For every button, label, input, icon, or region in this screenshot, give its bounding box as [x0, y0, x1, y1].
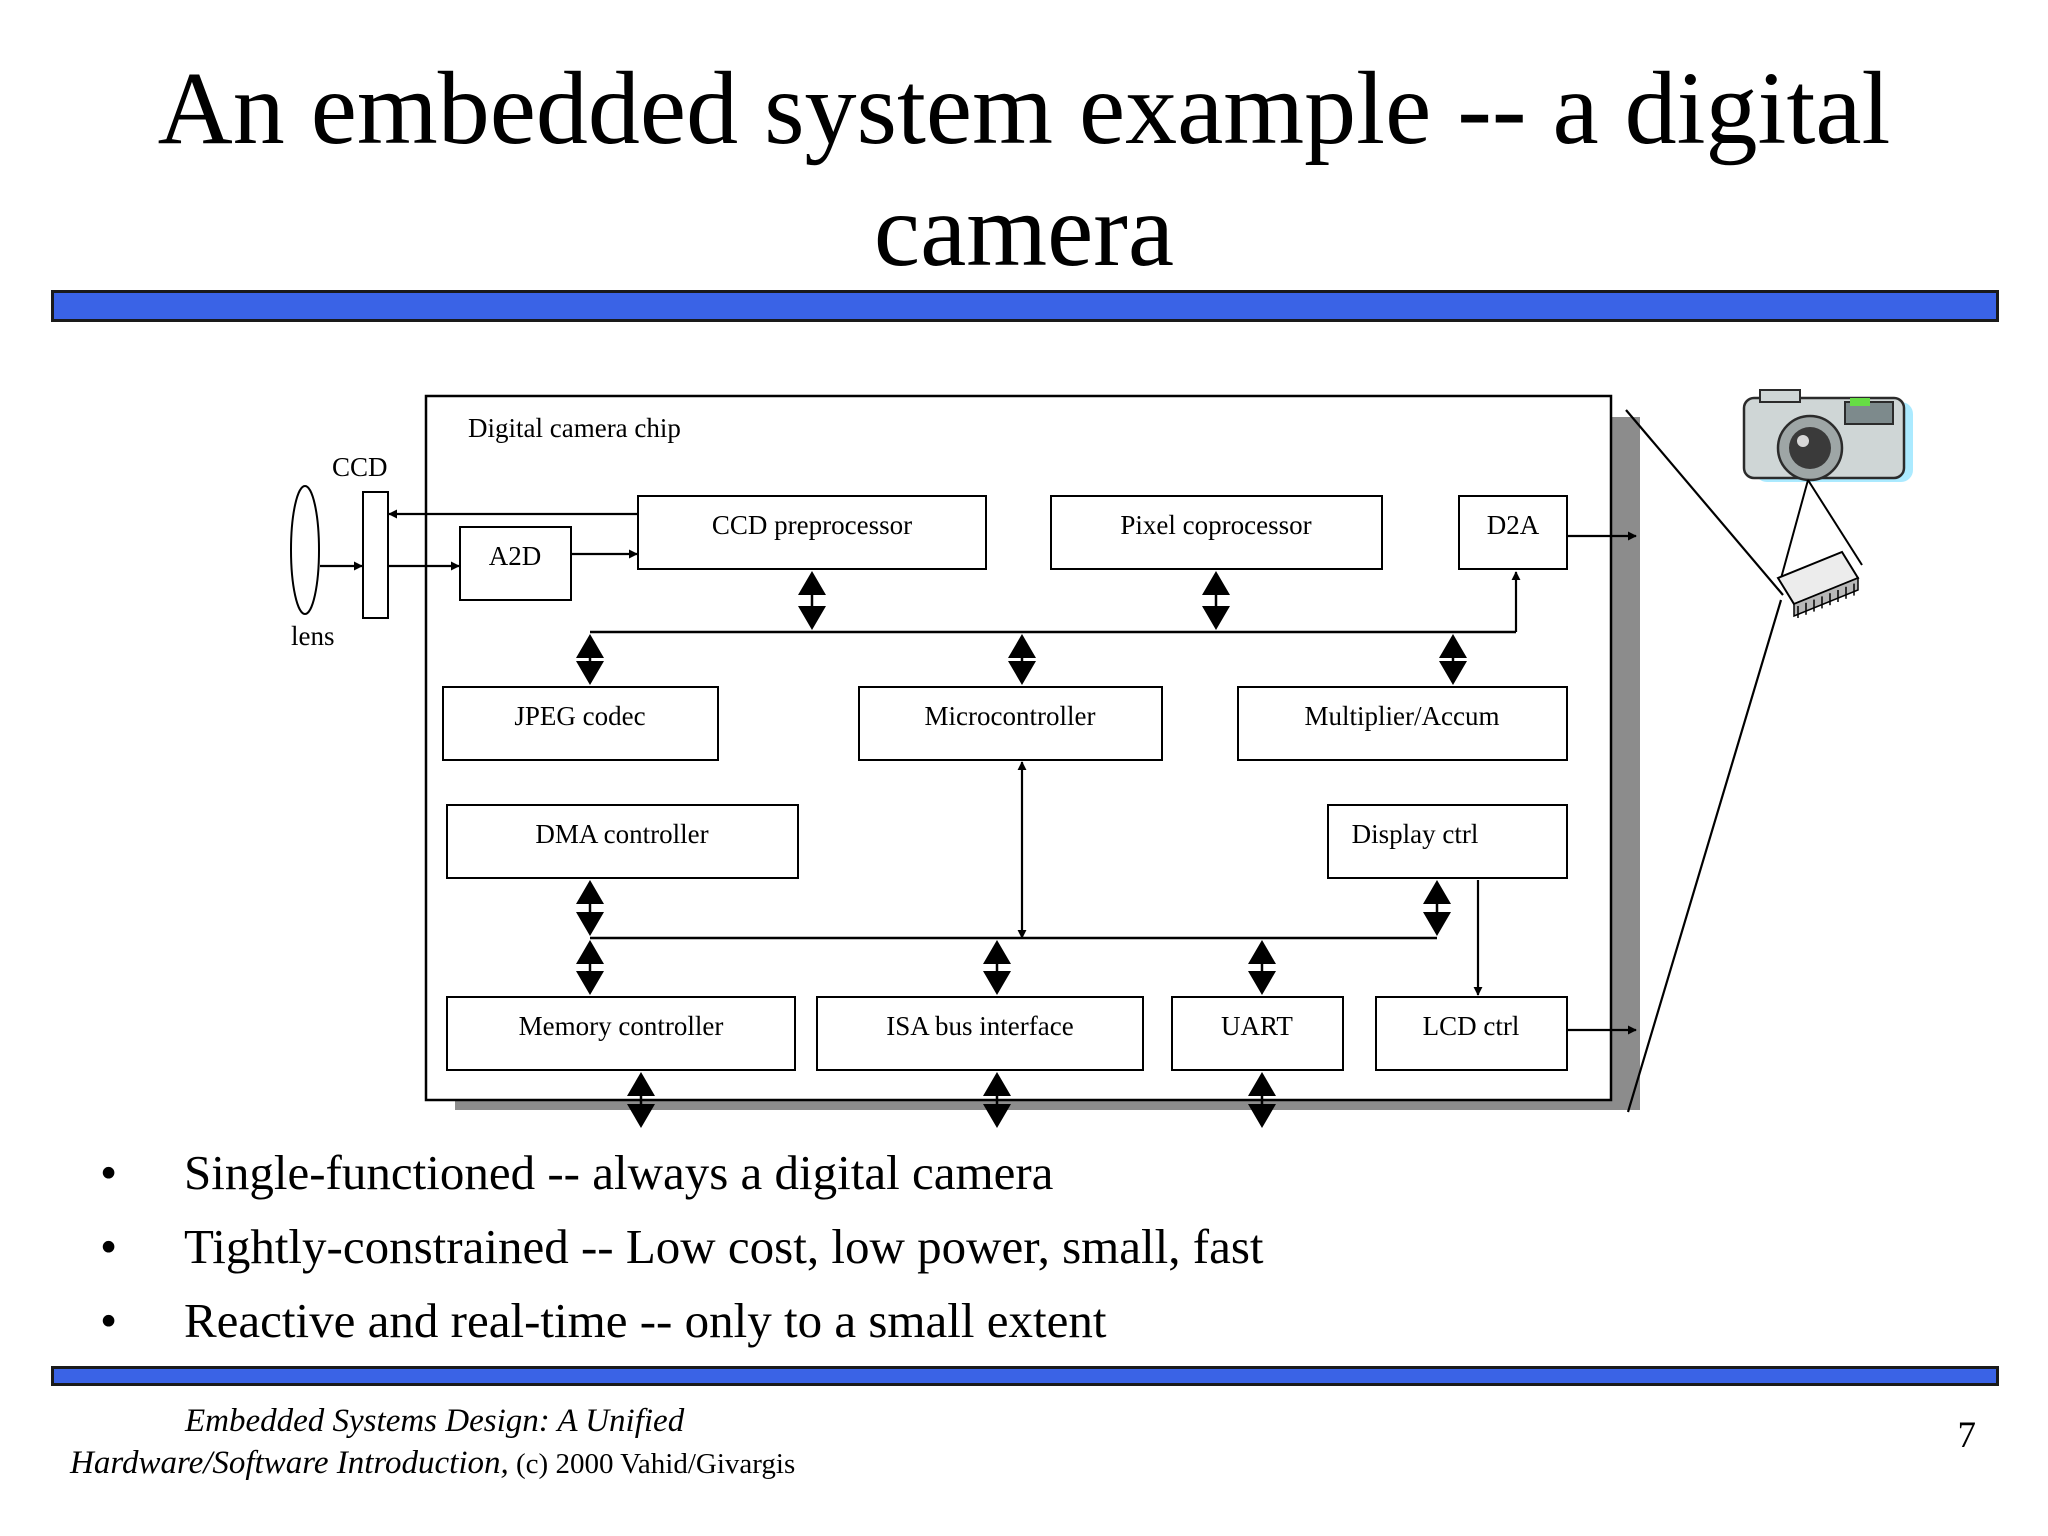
block-multiplier-accum-label: Multiplier/Accum	[1305, 701, 1500, 731]
footer-line-2: Hardware/Software Introduction, (c) 2000…	[70, 1442, 795, 1485]
bullet-marker: •	[100, 1293, 118, 1348]
camera-icon	[1742, 389, 1913, 482]
bus-lines	[576, 571, 1516, 1128]
bidirectional-arrow	[1248, 1072, 1276, 1128]
bullet-marker: •	[100, 1219, 118, 1274]
block-ccd-preprocessor: CCD preprocessor	[637, 495, 987, 570]
block-lcd-ctrl: LCD ctrl	[1375, 996, 1568, 1071]
bidirectional-arrow	[576, 940, 604, 995]
block-pixel-coprocessor-label: Pixel coprocessor	[1120, 510, 1311, 540]
bidirectional-arrow	[576, 634, 604, 685]
block-lcd-ctrl-label: LCD ctrl	[1423, 1011, 1520, 1041]
block-memory-controller: Memory controller	[446, 996, 796, 1071]
zoom-projection-lines	[1625, 409, 1784, 1113]
bidirectional-arrow	[1248, 940, 1276, 995]
bidirectional-arrow	[983, 940, 1011, 995]
footer-copyright: (c) 2000 Vahid/Givargis	[508, 1448, 796, 1480]
lens-shape	[290, 485, 320, 615]
bullet-item: • Reactive and real-time -- only to a sma…	[100, 1284, 1264, 1358]
block-dma-controller: DMA controller	[446, 804, 799, 879]
block-multiplier-accum: Multiplier/Accum	[1237, 686, 1568, 761]
bidirectional-arrow	[1423, 880, 1451, 936]
block-a2d: A2D	[459, 526, 572, 601]
block-ccd-preprocessor-label: CCD preprocessor	[712, 510, 912, 540]
footer-citation: Embedded Systems Design: A Unified Hardw…	[70, 1400, 795, 1485]
chip-icon	[1776, 550, 1860, 618]
block-isa-bus-interface: ISA bus interface	[816, 996, 1144, 1071]
block-jpeg-codec: JPEG codec	[442, 686, 719, 761]
bullet-item: • Single-functioned -- always a digital c…	[100, 1136, 1264, 1210]
ccd-sensor	[362, 491, 389, 619]
bullet-list: • Single-functioned -- always a digital c…	[100, 1136, 1264, 1358]
camera-pointer-lines	[1779, 479, 1863, 583]
page-number: 7	[1957, 1415, 1977, 1456]
block-dma-controller-label: DMA controller	[535, 819, 708, 849]
block-microcontroller: Microcontroller	[858, 686, 1163, 761]
bullet-text: Tightly-constrained -- Low cost, low pow…	[184, 1219, 1264, 1274]
bidirectional-arrow	[1439, 634, 1467, 685]
footer-line-1: Embedded Systems Design: A Unified	[185, 1403, 685, 1439]
block-display-ctrl: Display ctrl	[1327, 804, 1568, 879]
block-d2a: D2A	[1458, 495, 1568, 570]
block-uart-label: UART	[1221, 1011, 1293, 1041]
block-isa-bus-interface-label: ISA bus interface	[886, 1011, 1073, 1041]
footer-divider-bar	[51, 1366, 1999, 1386]
block-a2d-label: A2D	[489, 541, 542, 571]
block-d2a-label: D2A	[1487, 510, 1540, 540]
title-divider-bar	[51, 290, 1999, 322]
bidirectional-arrow	[576, 880, 604, 936]
bullet-text: Reactive and real-time -- only to a smal…	[184, 1293, 1107, 1348]
bidirectional-arrow	[627, 1072, 655, 1128]
bidirectional-arrow	[1008, 634, 1036, 685]
ccd-label: CCD	[332, 452, 388, 482]
footer-book-title: Hardware/Software Introduction,	[70, 1445, 509, 1481]
chip-label: Digital camera chip	[468, 413, 681, 443]
signal-lines	[320, 509, 1637, 1035]
block-pixel-coprocessor: Pixel coprocessor	[1050, 495, 1383, 570]
lens-label: lens	[291, 621, 335, 651]
bidirectional-arrow	[983, 1072, 1011, 1128]
slide-title: An embedded system example -- a digital …	[157, 51, 1891, 288]
bullet-item: • Tightly-constrained -- Low cost, low po…	[100, 1210, 1264, 1284]
block-microcontroller-label: Microcontroller	[925, 701, 1096, 731]
block-memory-controller-label: Memory controller	[519, 1011, 724, 1041]
bidirectional-arrow	[798, 571, 826, 630]
bullet-marker: •	[100, 1145, 118, 1200]
block-uart: UART	[1171, 996, 1344, 1071]
block-jpeg-codec-label: JPEG codec	[514, 701, 645, 731]
bidirectional-arrow	[1202, 571, 1230, 630]
block-display-ctrl-label: Display ctrl	[1352, 819, 1479, 849]
bullet-text: Single-functioned -- always a digital ca…	[184, 1145, 1054, 1200]
